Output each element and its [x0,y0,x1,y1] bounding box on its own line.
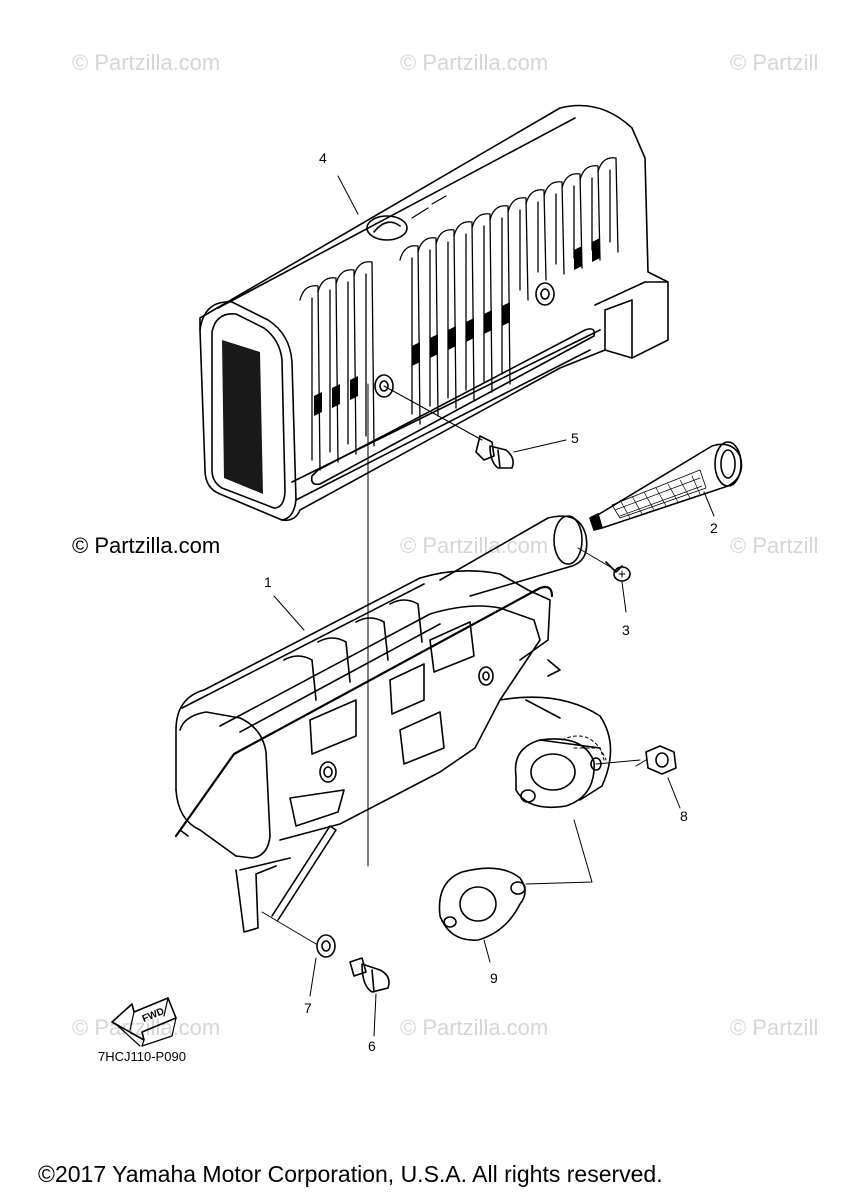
fwd-arrow-icon [111,997,177,1047]
watermark: © Partzilla.com [72,50,221,75]
diagram-code: 7HCJ110-P090 [98,1049,186,1064]
callout-9: 9 [490,970,498,986]
nut-8 [635,745,681,809]
bolt-5 [383,385,514,469]
callout-6: 6 [368,1038,376,1054]
muffler [174,515,641,933]
washer-7 [261,911,336,997]
watermark: © Partzilla.com [400,1015,549,1040]
callout-7: 7 [304,1000,312,1016]
watermark: © Partzilla.com [400,50,549,75]
screw-3 [577,547,631,613]
watermark: © Partzilla.com [72,1015,221,1040]
gasket-9 [438,819,593,963]
bolt-6 [349,957,390,1037]
watermark: © Partzill [730,1015,819,1040]
callout-8: 8 [680,808,688,824]
callout-5: 5 [571,430,579,446]
protector-cap [589,441,743,531]
watermark: © Partzill [730,50,819,75]
callout-1: 1 [264,574,272,590]
brand-watermark: © Partzilla.com [72,533,221,558]
copyright-notice: ©2017 Yamaha Motor Corporation, U.S.A. A… [38,1161,663,1187]
callout-4: 4 [319,150,327,166]
watermark: © Partzill [730,533,819,558]
callout-2: 2 [710,520,718,536]
callout-3: 3 [622,622,630,638]
heat-protector-cover [199,104,669,522]
watermark: © Partzilla.com [400,533,549,558]
